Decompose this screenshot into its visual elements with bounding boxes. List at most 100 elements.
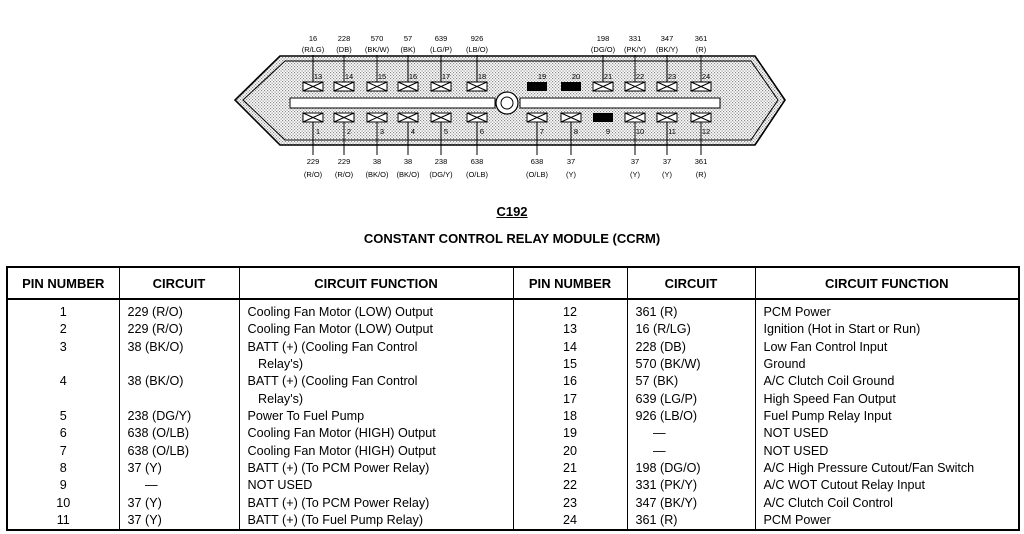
- table-cell: A/C Clutch Coil Ground: [763, 374, 895, 389]
- table-cell: High Speed Fan Output: [763, 391, 896, 406]
- table-cell: Power To Fuel Pump: [247, 409, 365, 424]
- circuit-number-label: 361: [695, 157, 708, 166]
- pin-3: 338(BK/O): [366, 112, 389, 179]
- table-cell: —: [635, 426, 666, 441]
- circuit-number-label: 228: [338, 34, 351, 43]
- table-cell: 228 (DB): [635, 339, 686, 354]
- left-circuit-column: 229 (R/O)229 (R/O)38 (BK/O)38 (BK/O)238 …: [118, 299, 240, 531]
- circuit-number-label: 38: [373, 157, 381, 166]
- terminal-cross: [366, 81, 388, 92]
- wire-color-label: (O/LB): [466, 170, 489, 179]
- table-cell: Ignition (Hot in Start or Run): [763, 322, 921, 337]
- table-cell: 8: [59, 461, 67, 476]
- header-pin-number: PIN NUMBER: [512, 266, 628, 300]
- wire-color-label: (R): [696, 45, 707, 54]
- wire-color-label: (BK/O): [397, 170, 420, 179]
- table-cell: Cooling Fan Motor (LOW) Output: [247, 322, 433, 337]
- table-cell: 13: [562, 322, 577, 337]
- table-cell: 24: [562, 513, 577, 528]
- circuit-number-label: 229: [307, 157, 320, 166]
- cavity-number: 19: [538, 72, 546, 81]
- wire-color-label: (LG/P): [430, 45, 453, 54]
- table-cell: Fuel Pump Relay Input: [763, 409, 892, 424]
- table-cell: [8, 391, 119, 408]
- table-cell: 229 (R/O): [127, 322, 183, 337]
- wire-color-label: (PK/Y): [624, 45, 647, 54]
- terminal-cross: [466, 112, 488, 123]
- table-cell: 361 (R): [635, 513, 678, 528]
- table-cell: 3: [59, 339, 67, 354]
- cavity-number: 15: [378, 72, 386, 81]
- center-key-inner: [500, 96, 514, 110]
- circuit-number-label: 37: [663, 157, 671, 166]
- table-cell: A/C WOT Cutout Relay Input: [763, 478, 925, 493]
- table-cell: 21: [562, 461, 577, 476]
- pin-4: 438(BK/O): [397, 112, 420, 179]
- cavity-number: 7: [540, 127, 544, 136]
- divider-right: [519, 97, 721, 109]
- table-cell: 9: [59, 478, 67, 493]
- table-cell: BATT (+) (Cooling Fan Control: [247, 374, 418, 389]
- cavity-number: 22: [636, 72, 644, 81]
- table-cell: Relay's): [247, 357, 304, 372]
- divider-left: [289, 97, 496, 109]
- table-cell: 22: [562, 478, 577, 493]
- table-cell: 37 (Y): [127, 513, 162, 528]
- terminal-cross: [656, 81, 678, 92]
- table-cell: Cooling Fan Motor (LOW) Output: [247, 305, 433, 319]
- table-cell: 331 (PK/Y): [635, 478, 698, 493]
- blocked-cavity: [593, 113, 613, 122]
- cavity-number: 5: [444, 127, 448, 136]
- header-pin-number: PIN NUMBER: [6, 266, 120, 300]
- circuit-number-label: 639: [435, 34, 448, 43]
- table-cell: 5: [59, 409, 67, 424]
- terminal-cross: [624, 112, 646, 123]
- table-cell: NOT USED: [763, 443, 829, 458]
- table-cell: NOT USED: [763, 426, 829, 441]
- connector-diagram: 1316(R/LG)14228(DB)15570(BK/W)1657(BK)17…: [233, 34, 786, 179]
- terminal-cross: [430, 112, 452, 123]
- header-circuit-function: CIRCUIT FUNCTION: [238, 266, 514, 300]
- circuit-number-label: 638: [531, 157, 544, 166]
- terminal-cross: [526, 112, 548, 123]
- pin-19: 19: [527, 72, 547, 91]
- table-cell: 638 (O/LB): [127, 426, 190, 441]
- wire-color-label: (O/LB): [526, 170, 549, 179]
- table-cell: 38 (BK/O): [127, 339, 184, 354]
- terminal-cross: [333, 112, 355, 123]
- table-cell: 198 (DG/O): [635, 461, 701, 476]
- blocked-cavity: [527, 82, 547, 91]
- terminal-cross: [366, 112, 388, 123]
- cavity-number: 2: [347, 127, 351, 136]
- pin-7: 7 638 (O/LB): [526, 112, 549, 179]
- table-cell: 16 (R/LG): [635, 322, 691, 337]
- table-cell: 1: [59, 305, 67, 319]
- table-cell: 4: [59, 374, 67, 389]
- circuit-number-label: 361: [695, 34, 708, 43]
- table-cell: 347 (BK/Y): [635, 495, 698, 510]
- table-cell: BATT (+) (To PCM Power Relay): [247, 461, 430, 476]
- cavity-number: 14: [345, 72, 353, 81]
- terminal-cross: [397, 112, 419, 123]
- table-cell: [128, 391, 239, 408]
- table-cell: —: [635, 443, 666, 458]
- terminal-cross: [302, 112, 324, 123]
- cavity-number: 23: [668, 72, 676, 81]
- wire-color-label: (BK/O): [366, 170, 389, 179]
- table-cell: BATT (+) (Cooling Fan Control: [247, 339, 418, 354]
- table-cell: —: [127, 478, 158, 493]
- cavity-number: 21: [604, 72, 612, 81]
- cavity-number: 6: [480, 127, 484, 136]
- blocked-cavity: [561, 82, 581, 91]
